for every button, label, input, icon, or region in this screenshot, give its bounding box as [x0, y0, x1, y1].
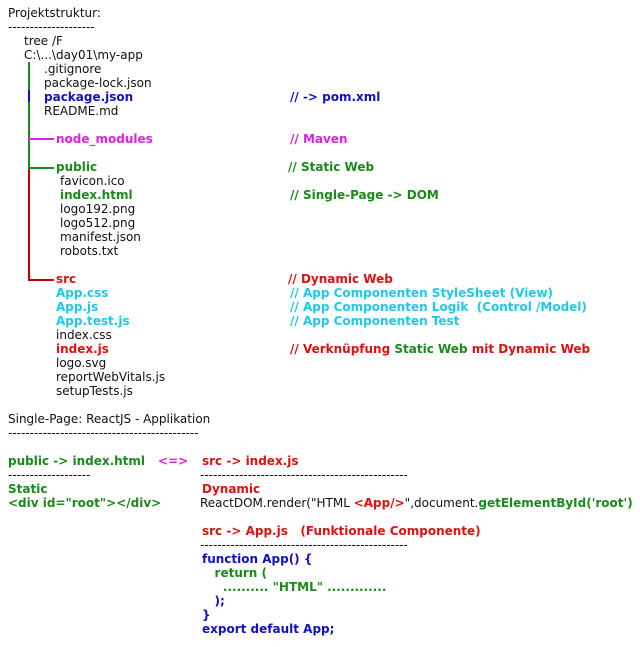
static-label: Static [8, 482, 48, 496]
comment-index-js-part1: // Verknüpfung [290, 342, 395, 356]
comment-package-json: // -> pom.xml [290, 90, 381, 104]
file-logo512: logo512.png [60, 216, 136, 230]
src-index-label: src -> index.js [202, 454, 299, 468]
comment-node-modules: // Maven [290, 132, 348, 146]
file-package-json: package.json [44, 90, 134, 104]
file-index-html: index.html [60, 188, 133, 202]
file-index-js: index.js [56, 342, 109, 356]
file-logo192: logo192.png [60, 202, 136, 216]
tree-src-branch [28, 279, 54, 281]
comment-index-js: // Verknüpfung Static Web mit Dynamic We… [290, 342, 590, 356]
render-part3: ",document. [404, 496, 479, 510]
file-logo-svg: logo.svg [56, 356, 107, 370]
comment-app-js: // App Componenten Logik (Control /Model… [290, 300, 587, 314]
file-setup-tests: setupTests.js [56, 384, 133, 398]
code-html-line: .......... "HTML" ............. [202, 580, 387, 594]
tree-public-branch [28, 167, 54, 169]
tree-public-connector [28, 144, 30, 170]
title-underline: -------------------- [8, 20, 95, 34]
root-div-code: <div id="root"></div> [8, 496, 162, 510]
bidirectional-arrow: <=> [158, 454, 189, 468]
code-export-line: export default App; [202, 622, 335, 636]
folder-node-modules: node_modules [56, 132, 153, 146]
code-close-brace: } [202, 608, 211, 622]
comment-src: // Dynamic Web [288, 272, 393, 286]
comment-index-js-part3: mit Dynamic Web [467, 342, 591, 356]
tree-package-line [28, 90, 30, 102]
file-manifest: manifest.json [60, 230, 141, 244]
file-index-css: index.css [56, 328, 112, 342]
comment-app-css: // App Componenten StyleSheet (View) [290, 286, 554, 300]
file-report-web-vitals: reportWebVitals.js [56, 370, 166, 384]
tree-src-connector [28, 169, 30, 281]
tree-node-modules-branch [28, 138, 54, 140]
file-gitignore: .gitignore [44, 62, 102, 76]
file-readme: README.md [44, 104, 119, 118]
public-index-label: public -> index.html [8, 454, 146, 468]
file-app-css: App.css [56, 286, 109, 300]
code-close-paren: ); [202, 594, 225, 608]
render-get-element: getElementById('root') [478, 496, 633, 510]
code-return-line: return ( [202, 566, 267, 580]
comment-index-js-static: Static Web [394, 342, 468, 356]
file-package-lock: package-lock.json [44, 76, 152, 90]
tree-path: C:\...\day01\my-app [24, 48, 143, 62]
right-separator-2: ----------------------------------------… [200, 538, 408, 552]
page-title: Projektstruktur: [8, 6, 101, 20]
section-underline: ----------------------------------------… [8, 426, 199, 440]
folder-src: src [56, 272, 77, 286]
tree-trunk-line [28, 62, 30, 144]
comment-index-html: // Single-Page -> DOM [290, 188, 439, 202]
render-code-line: ReactDOM.render("HTML <App/>",document.g… [200, 496, 633, 510]
comment-app-test: // App Componenten Test [290, 314, 460, 328]
dynamic-label: Dynamic [202, 482, 261, 496]
file-favicon: favicon.ico [60, 174, 125, 188]
render-app-tag: <App/> [353, 496, 405, 510]
code-function-line: function App() { [202, 552, 313, 566]
right-separator: ----------------------------------------… [200, 468, 408, 482]
comment-public: // Static Web [288, 160, 375, 174]
file-app-test: App.test.js [56, 314, 130, 328]
file-app-js: App.js [56, 300, 99, 314]
render-part1: ReactDOM.render("HTML [200, 496, 354, 510]
left-separator: ------------------- [8, 468, 91, 482]
section-title: Single-Page: ReactJS - Applikation [8, 412, 211, 426]
app-js-heading: src -> App.js (Funktionale Componente) [202, 524, 481, 538]
folder-public: public [56, 160, 98, 174]
file-robots: robots.txt [60, 244, 119, 258]
tree-command: tree /F [24, 34, 63, 48]
